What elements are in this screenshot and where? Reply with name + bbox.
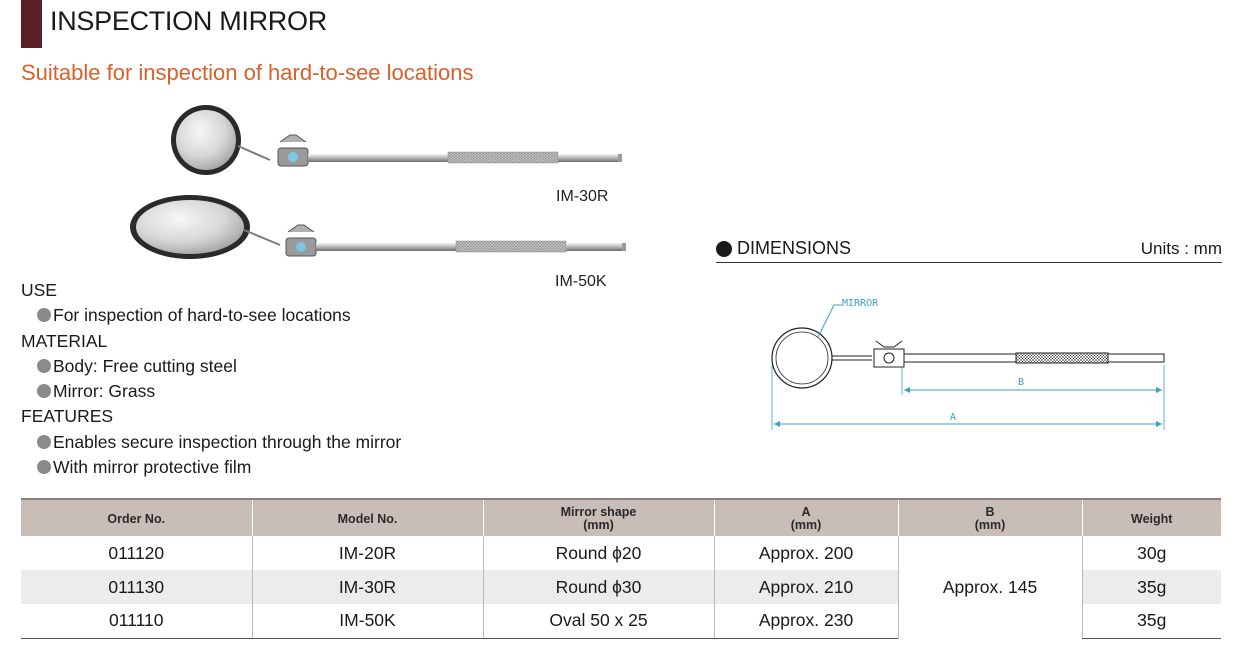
col-header-model-no: Model No.	[251, 500, 483, 536]
spec-table: Order No. Model No. Mirror shape(mm) A(m…	[21, 500, 1221, 639]
col-header-b: B(mm)	[897, 500, 1082, 536]
material-item: Body: Free cutting steel	[21, 354, 501, 379]
cell-mirror-shape: Oval 50 x 25	[482, 604, 714, 639]
table-header-row: Order No. Model No. Mirror shape(mm) A(m…	[21, 500, 1221, 536]
cell-mirror-shape: Round ϕ20	[482, 536, 714, 570]
dimension-drawing: MIRROR B A	[771, 298, 1165, 430]
table-row: 011130 IM-30R Round ϕ30 Approx. 210 35g	[21, 570, 1221, 604]
cell-b: Approx. 145	[897, 536, 1082, 638]
features-item: With mirror protective film	[21, 455, 501, 480]
cell-a: Approx. 210	[713, 570, 898, 604]
cell-model-no: IM-20R	[251, 536, 483, 570]
table-row: 011120 IM-20R Round ϕ20 Approx. 200 Appr…	[21, 536, 1221, 638]
cell-order-no: 011120	[108, 542, 165, 563]
cell-order-no: 011130	[21, 570, 252, 604]
dimensions-units: Units : mm	[1140, 239, 1222, 258]
bullet-icon	[37, 384, 51, 399]
dimension-label-b: B	[1018, 377, 1024, 388]
product-im-30r-image	[171, 105, 622, 175]
cell-weight: 30g	[1081, 536, 1221, 570]
spec-list: USE For inspection of hard-to-see locati…	[21, 278, 501, 480]
bullet-icon	[37, 358, 51, 373]
col-header-order-no: Order No.	[21, 500, 252, 536]
cell-weight: 35g	[1081, 570, 1221, 604]
features-heading: FEATURES	[21, 406, 114, 427]
cell-weight: 35g	[1081, 604, 1221, 639]
cell-model-no: IM-50K	[251, 604, 483, 639]
product-im-50k-image	[130, 195, 626, 259]
dimension-label-mirror: MIRROR	[842, 298, 879, 309]
cell-model-no: IM-30R	[251, 570, 483, 604]
dimension-label-a: A	[950, 412, 956, 423]
col-header-mirror-shape: Mirror shape(mm)	[482, 500, 714, 536]
material-heading: MATERIAL	[21, 330, 108, 351]
cell-order-no: 011110	[21, 604, 252, 639]
col-header-a: A(mm)	[713, 500, 898, 536]
cell-a: Approx. 230	[713, 604, 898, 639]
col-header-weight: Weight	[1081, 500, 1221, 536]
use-heading: USE	[21, 280, 57, 300]
features-item: Enables secure inspection through the mi…	[21, 430, 501, 455]
use-item: For inspection of hard-to-see locations	[21, 303, 501, 328]
bullet-icon	[37, 308, 51, 323]
dimensions-heading: DIMENSIONS	[737, 238, 852, 258]
bullet-icon	[716, 241, 732, 257]
dimensions-header: DIMENSIONS Units : mm	[716, 237, 1222, 263]
bullet-icon	[37, 434, 51, 449]
table-top-rule	[21, 498, 1221, 500]
title-accent-bar	[21, 0, 42, 48]
product-caption-im-30r: IM-30R	[556, 188, 609, 205]
cell-mirror-shape: Round ϕ30	[482, 570, 714, 604]
cell-a: Approx. 200	[713, 536, 898, 570]
product-photo	[130, 105, 626, 259]
table-row: 011110 IM-50K Oval 50 x 25 Approx. 230 3…	[21, 604, 1221, 639]
bullet-icon	[37, 460, 51, 475]
page-title: INSPECTION MIRROR	[50, 6, 327, 36]
material-item: Mirror: Grass	[21, 379, 501, 404]
product-caption-im-50k: IM-50K	[555, 273, 607, 290]
page-subtitle: Suitable for inspection of hard-to-see l…	[21, 60, 474, 85]
